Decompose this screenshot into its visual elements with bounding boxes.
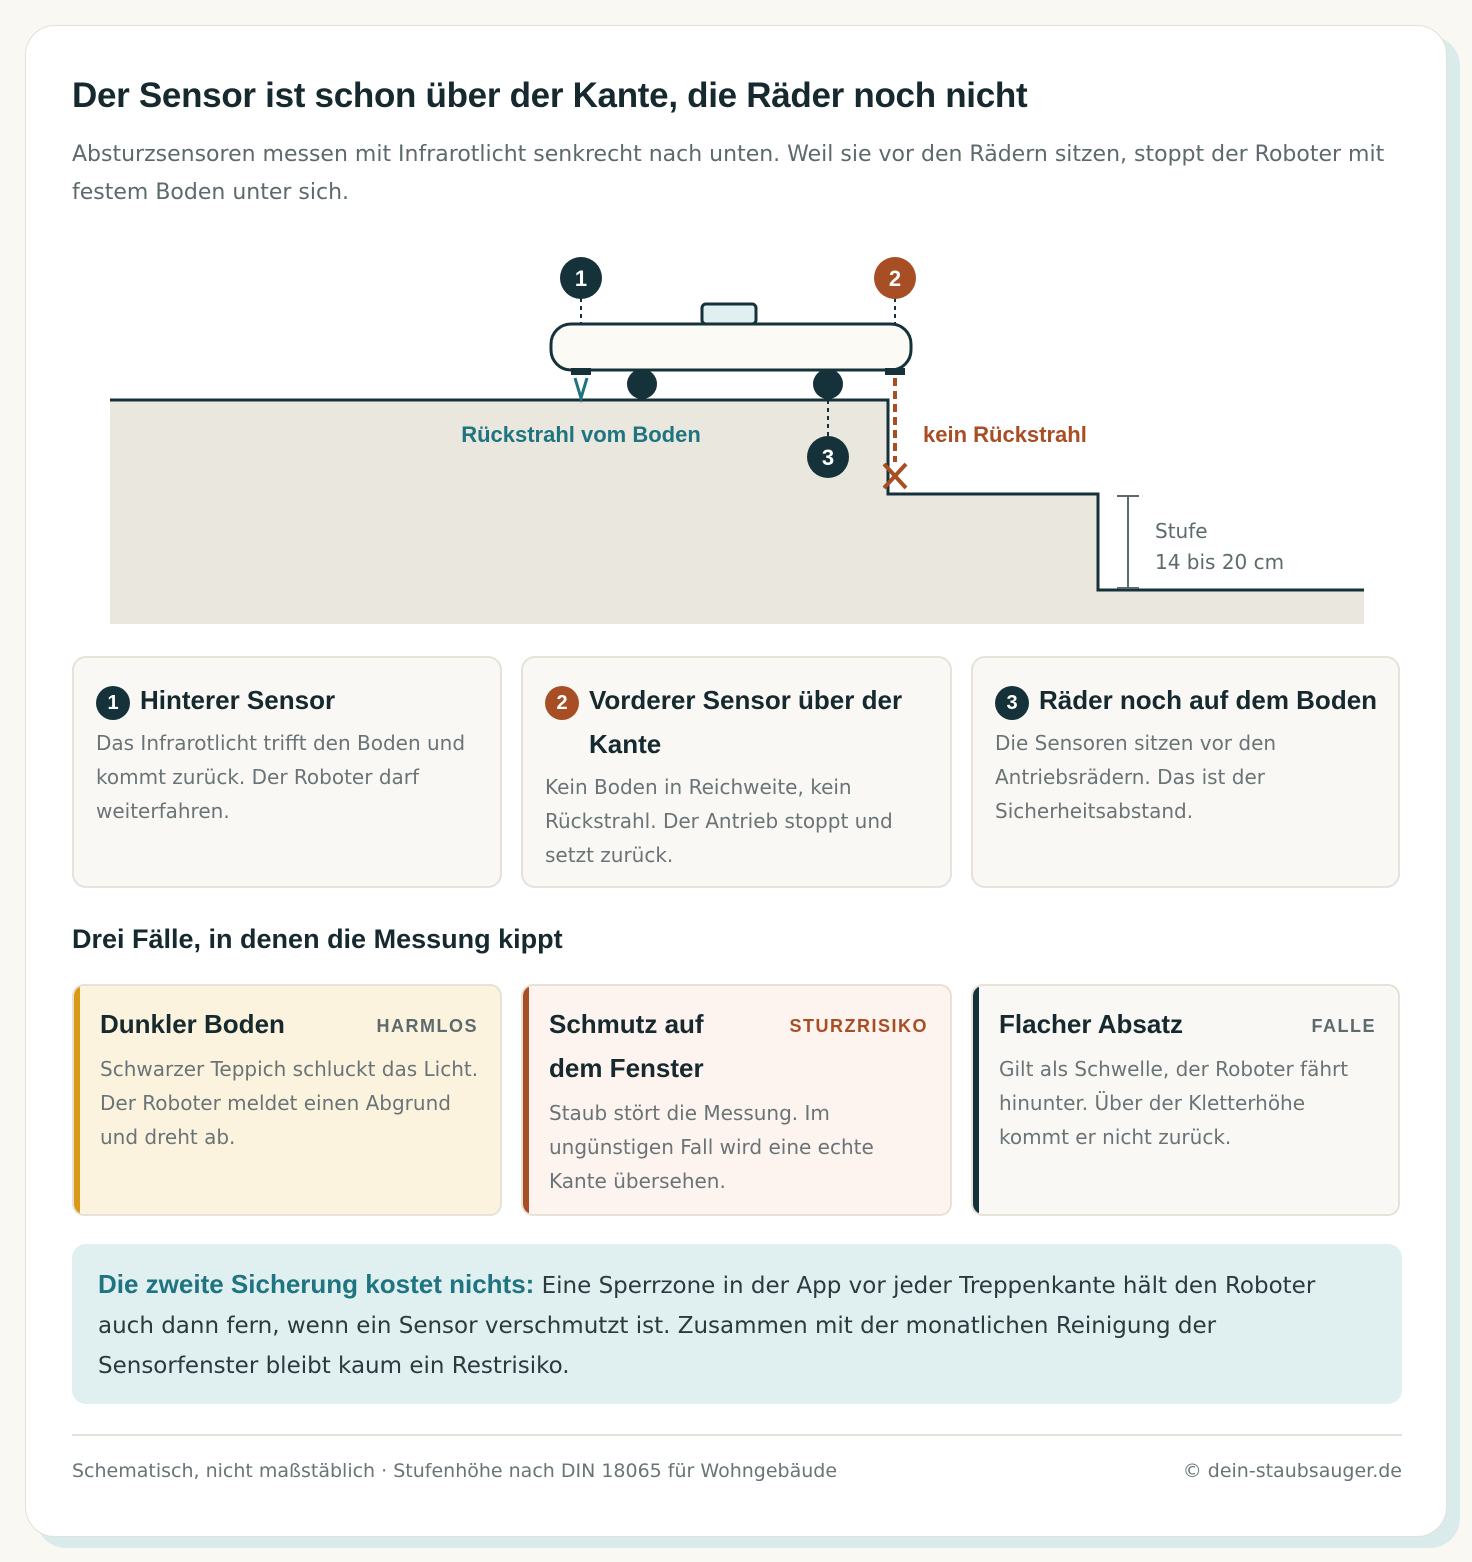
- robot-body: [549, 322, 913, 372]
- callout-text: Eine Sperrzone in der App vor jeder Trep…: [98, 1273, 1316, 1379]
- marker-1: [560, 257, 602, 299]
- case-accent-bar: [523, 986, 529, 1214]
- case-title: Dunkler Boden: [100, 1009, 285, 1039]
- page-title: Der Sensor ist schon über der Kante, die…: [72, 76, 1028, 115]
- info-box-wheels: 3 Räder noch auf dem Boden Die Sensoren …: [971, 656, 1400, 888]
- step-label-2: 14 bis 20 cm: [1155, 550, 1284, 574]
- case-tag: STURZRISIKO: [789, 1016, 928, 1036]
- info-text: Das Infrarotlicht trifft den Boden und k…: [96, 731, 466, 823]
- case-flat-ledge: Flacher Absatz FALLE Gilt als Schwelle, …: [971, 984, 1400, 1216]
- case-accent-bar: [74, 986, 80, 1214]
- number-badge: 2: [545, 686, 579, 720]
- front-wheel: [813, 369, 843, 399]
- number-badge: 3: [995, 686, 1029, 720]
- info-box-front-sensor: 2 Vorderer Sensor über der Kante Kein Bo…: [521, 656, 952, 888]
- marker-1-label: 1: [575, 266, 587, 291]
- case-tag: HARMLOS: [376, 1016, 478, 1036]
- case-text: Schwarzer Teppich schluckt das Licht. De…: [100, 1057, 479, 1149]
- case-text: Gilt als Schwelle, der Roboter fährt hin…: [999, 1057, 1349, 1149]
- info-title: Vorderer Sensor über der Kante: [589, 685, 903, 759]
- marker-3-label: 3: [822, 445, 834, 470]
- callout-heading: Die zweite Sicherung kostet nichts:: [98, 1269, 535, 1299]
- marker-3: [807, 436, 849, 478]
- info-text: Kein Boden in Reichweite, kein Rückstrah…: [545, 775, 893, 867]
- cliff-sensor-diagram: Stufe 14 bis 20 cm 1 2 3 Rückstrahl vom …: [110, 257, 1364, 624]
- rear-sensor: [571, 368, 591, 375]
- no-return-cross-icon: [882, 462, 908, 490]
- info-title: Räder noch auf dem Boden: [1039, 685, 1378, 715]
- case-text: Staub stört die Messung. Im ungünstigen …: [549, 1101, 874, 1193]
- case-dirty-window: Schmutz auf dem Fenster STURZRISIKO Stau…: [521, 984, 952, 1216]
- label-no-return: kein Rückstrahl: [923, 422, 1087, 447]
- case-title: Schmutz auf dem Fenster: [549, 1009, 704, 1083]
- marker-2-label: 2: [889, 266, 901, 291]
- footer-divider: [72, 1434, 1402, 1436]
- footer-copyright: © dein-staubsauger.de: [1182, 1460, 1402, 1482]
- step-label-1: Stufe: [1155, 519, 1208, 543]
- robot-top-sensor: [700, 302, 758, 326]
- case-dark-floor: Dunkler Boden HARMLOS Schwarzer Teppich …: [72, 984, 502, 1216]
- rear-wheel: [627, 369, 657, 399]
- case-title: Flacher Absatz: [999, 1009, 1183, 1039]
- cases-section-title: Drei Fälle, in denen die Messung kippt: [72, 924, 563, 954]
- case-accent-bar: [973, 986, 979, 1214]
- info-box-rear-sensor: 1 Hinterer Sensor Das Infrarotlicht trif…: [72, 656, 502, 888]
- number-badge: 1: [96, 686, 130, 720]
- label-return: Rückstrahl vom Boden: [461, 422, 701, 447]
- front-sensor: [885, 368, 905, 375]
- info-text: Die Sensoren sitzen vor den Antriebsräde…: [995, 731, 1277, 823]
- footer-note: Schematisch, nicht maßstäblich · Stufenh…: [72, 1460, 838, 1482]
- marker-2: [874, 257, 916, 299]
- rear-beam: [573, 377, 589, 404]
- case-tag: FALLE: [1311, 1016, 1376, 1036]
- safety-callout: Die zweite Sicherung kostet nichts: Eine…: [72, 1244, 1402, 1404]
- floor-area: [110, 400, 1364, 624]
- page-subtitle: Absturzsensoren messen mit Infrarotlicht…: [72, 142, 1385, 205]
- info-title: Hinterer Sensor: [140, 685, 336, 715]
- floor-edge: [110, 398, 1364, 592]
